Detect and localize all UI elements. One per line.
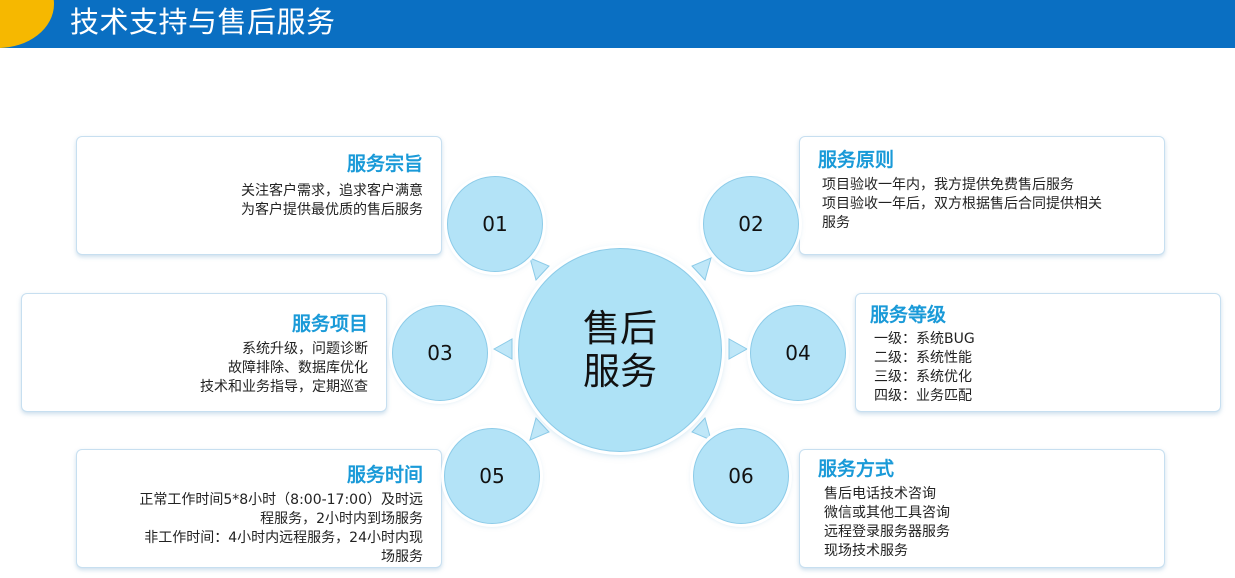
card-line: 故障排除、数据库优化 (228, 360, 368, 376)
center-label-line2: 服务 (583, 350, 657, 393)
card-line: 微信或其他工具咨询 (824, 505, 950, 521)
card-heading: 服务原则 (818, 149, 895, 171)
card-line: 正常工作时间5*8小时（8:00-17:00）及时远 (139, 492, 423, 508)
card-line: 三级：系统优化 (874, 369, 972, 385)
card-heading: 服务等级 (870, 304, 947, 326)
card-service-levels: 服务等级 一级：系统BUG 二级：系统性能 三级：系统优化 四级：业务匹配 (855, 293, 1221, 412)
step-circle-06: 06 (693, 428, 789, 524)
card-line: 系统升级，问题诊断 (242, 341, 368, 357)
center-hub: 售后 服务 (518, 248, 722, 452)
arrow-to-03 (492, 338, 513, 360)
card-heading: 服务时间 (346, 464, 423, 486)
card-line: 售后电话技术咨询 (824, 486, 936, 502)
card-line: 关注客户需求，追求客户满意 (241, 183, 423, 199)
card-line: 远程登录服务器服务 (824, 524, 950, 540)
arrow-to-06 (691, 417, 712, 441)
center-label-line1: 售后 (583, 307, 657, 350)
card-line: 为客户提供最优质的售后服务 (241, 202, 423, 218)
arrow-to-01 (529, 257, 550, 281)
step-circle-04: 04 (750, 305, 846, 401)
arrow-to-02 (691, 257, 712, 281)
step-circle-01: 01 (447, 176, 543, 272)
card-service-items: 服务项目 系统升级，问题诊断 故障排除、数据库优化 技术和业务指导，定期巡查 (21, 293, 387, 412)
step-circle-05: 05 (444, 428, 540, 524)
card-heading: 服务方式 (818, 458, 895, 480)
card-service-time: 服务时间 正常工作时间5*8小时（8:00-17:00）及时远 程服务，2小时内… (76, 449, 442, 568)
step-circle-02: 02 (703, 176, 799, 272)
card-line: 技术和业务指导，定期巡查 (200, 379, 368, 395)
card-line: 场服务 (381, 549, 423, 565)
card-line: 项目验收一年后，双方根据售后合同提供相关 (822, 196, 1102, 212)
card-line: 程服务，2小时内到场服务 (260, 511, 423, 527)
card-heading: 服务宗旨 (346, 153, 423, 175)
card-service-principle: 服务原则 项目验收一年内，我方提供免费售后服务 项目验收一年后，双方根据售后合同… (799, 136, 1165, 255)
card-line: 非工作时间：4小时内远程服务，24小时内现 (144, 530, 423, 546)
header-bar: 技术支持与售后服务 (0, 0, 1235, 48)
card-line: 二级：系统性能 (874, 350, 972, 366)
card-line: 项目验收一年内，我方提供免费售后服务 (822, 177, 1074, 193)
card-line: 四级：业务匹配 (874, 388, 972, 404)
card-line: 服务 (822, 215, 850, 231)
card-line: 一级：系统BUG (874, 331, 975, 347)
card-heading: 服务项目 (291, 313, 368, 335)
card-line: 现场技术服务 (824, 543, 908, 559)
arrow-to-05 (529, 417, 550, 441)
arrow-to-04 (728, 338, 749, 360)
page-title: 技术支持与售后服务 (70, 5, 336, 39)
card-service-purpose: 服务宗旨 关注客户需求，追求客户满意 为客户提供最优质的售后服务 (76, 136, 442, 255)
card-service-methods: 服务方式 售后电话技术咨询 微信或其他工具咨询 远程登录服务器服务 现场技术服务 (799, 449, 1165, 568)
step-circle-03: 03 (392, 305, 488, 401)
